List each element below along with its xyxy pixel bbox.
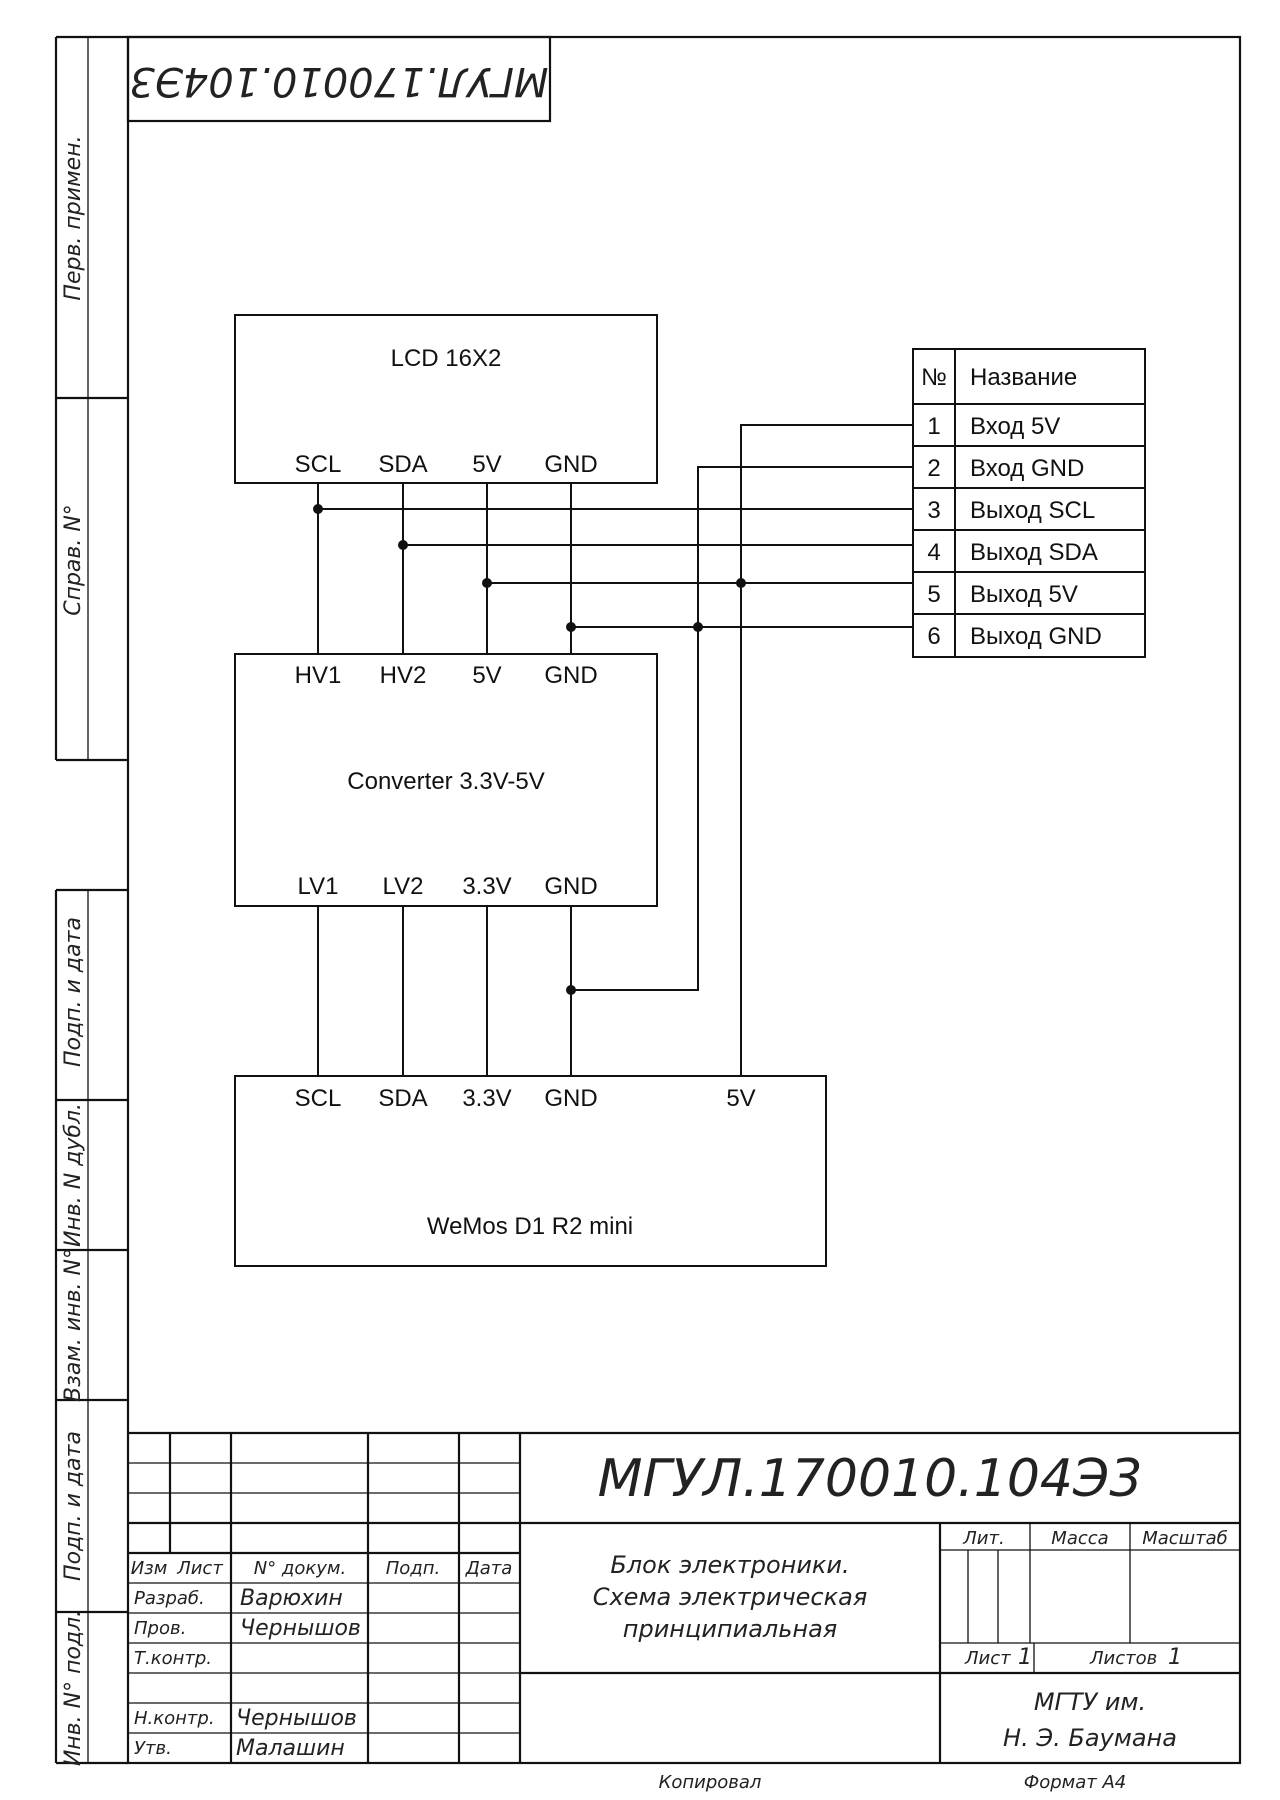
converter-pin-lv2: LV2 bbox=[383, 873, 424, 900]
junction-gnd-bottom bbox=[566, 985, 576, 995]
top-stamp: МГУЛ.170010.104Э3 bbox=[126, 35, 552, 123]
junction-gnd-input bbox=[693, 622, 703, 632]
lcd-pin-gnd: GND bbox=[544, 451, 597, 478]
label-inv-dubl: Инв. N дубл. bbox=[61, 1103, 86, 1247]
table-row-6-no: 6 bbox=[927, 623, 940, 650]
table-row-4-name: Выход SDA bbox=[970, 539, 1098, 566]
lcd-pin-sda: SDA bbox=[378, 451, 427, 478]
table-row-4-no: 4 bbox=[927, 539, 940, 566]
org-line-1: МГТУ им. bbox=[1034, 1688, 1146, 1716]
col-doc: N° докум. bbox=[254, 1558, 346, 1579]
sheets-value: 1 bbox=[1168, 1645, 1182, 1670]
lcd-block: LCD 16X2 SCL SDA 5V GND bbox=[234, 314, 658, 484]
table-row-6-name: Выход GND bbox=[970, 623, 1102, 650]
wemos-pin-gnd: GND bbox=[544, 1085, 597, 1112]
table-row-5-no: 5 bbox=[927, 581, 940, 608]
nkontr-name: Чернышов bbox=[236, 1706, 357, 1731]
wemos-block: SCL SDA 3.3V GND 5V WeMos D1 R2 mini bbox=[234, 1075, 827, 1267]
junction-gnd-top bbox=[566, 622, 576, 632]
table-header-no: № bbox=[921, 364, 947, 391]
razrab-label: Разраб. bbox=[134, 1588, 205, 1609]
wire-input-5v bbox=[740, 424, 913, 1076]
lcd-pin-5v: 5V bbox=[472, 451, 501, 478]
side-labels: Перв. примен. Справ. N° Подп. и дата Инв… bbox=[61, 135, 86, 1766]
wemos-pin-scl: SCL bbox=[295, 1085, 342, 1112]
junction-5v-input bbox=[736, 578, 746, 588]
lcd-pin-scl: SCL bbox=[295, 451, 342, 478]
col-data: Дата bbox=[465, 1558, 513, 1579]
table-header-name: Название bbox=[970, 364, 1077, 391]
sheet-value: 1 bbox=[1018, 1645, 1032, 1670]
table-row-3-name: Выход SCL bbox=[970, 497, 1095, 524]
converter-pin-hv2: HV2 bbox=[380, 662, 427, 689]
table-row-1-name: Вход 5V bbox=[970, 413, 1060, 440]
converter-pin-gnd-top: GND bbox=[544, 662, 597, 689]
col-podp: Подп. bbox=[386, 1558, 440, 1579]
title-block: МГУЛ.170010.104Э3 Изм Лист N° докум. Под… bbox=[128, 1431, 1240, 1793]
table-row-5-name: Выход 5V bbox=[970, 581, 1078, 608]
label-podp-data-2: Подп. и дата bbox=[61, 1431, 86, 1581]
nkontr-label: Н.контр. bbox=[134, 1708, 215, 1729]
label-podp-data-1: Подп. и дата bbox=[61, 917, 86, 1067]
wemos-pin-5v: 5V bbox=[726, 1085, 755, 1112]
converter-pin-gnd-bottom: GND bbox=[544, 873, 597, 900]
label-vzam-inv: Взам. инв. N° bbox=[61, 1248, 86, 1402]
col-list: Лист bbox=[176, 1558, 223, 1579]
converter-pin-5v: 5V bbox=[472, 662, 501, 689]
lcd-title: LCD 16X2 bbox=[391, 345, 502, 372]
label-sprav-no: Справ. N° bbox=[61, 504, 86, 616]
title-designation: МГУЛ.170010.104Э3 bbox=[598, 1449, 1143, 1509]
stamp-designation-mirrored: МГУЛ.170010.104Э3 bbox=[129, 58, 548, 104]
massa-label: Масса bbox=[1051, 1528, 1108, 1549]
connector-table: № Название 1 Вход 5V 2 Вход GND 3 Выход … bbox=[912, 348, 1146, 658]
junction-scl bbox=[313, 504, 323, 514]
label-inv-podl: Инв. N° подл. bbox=[61, 1610, 86, 1766]
org-line-2: Н. Э. Баумана bbox=[1003, 1724, 1177, 1752]
wires bbox=[313, 424, 913, 1076]
table-row-2-no: 2 bbox=[927, 455, 940, 482]
table-row-2-name: Вход GND bbox=[970, 455, 1084, 482]
wire-input-gnd bbox=[571, 466, 913, 991]
lit-label: Лит. bbox=[962, 1528, 1004, 1549]
doc-title-line-2: Схема электрическая bbox=[593, 1583, 868, 1611]
col-izm: Изм bbox=[131, 1558, 168, 1579]
label-perv-primen: Перв. примен. bbox=[61, 135, 86, 300]
converter-pin-lv1: LV1 bbox=[298, 873, 339, 900]
utv-name: Малашин bbox=[236, 1736, 345, 1761]
wemos-pin-sda: SDA bbox=[378, 1085, 427, 1112]
prov-name: Чернышов bbox=[240, 1616, 361, 1641]
converter-title: Converter 3.3V-5V bbox=[347, 768, 544, 795]
format-label: Формат А4 bbox=[1024, 1772, 1127, 1793]
doc-title-line-1: Блок электроники. bbox=[610, 1551, 849, 1579]
table-row-1-no: 1 bbox=[927, 413, 940, 440]
converter-pin-hv1: HV1 bbox=[295, 662, 342, 689]
razrab-name: Варюхин bbox=[240, 1586, 343, 1611]
junction-5v bbox=[482, 578, 492, 588]
doc-title-line-3: принципиальная bbox=[623, 1615, 837, 1643]
wemos-pin-3v3: 3.3V bbox=[462, 1085, 511, 1112]
copied-label: Копировал bbox=[659, 1772, 762, 1793]
sheet-frame bbox=[54, 35, 1242, 1765]
junction-sda bbox=[398, 540, 408, 550]
table-row-3-no: 3 bbox=[927, 497, 940, 524]
masshtab-label: Масштаб bbox=[1142, 1528, 1228, 1549]
utv-label: Утв. bbox=[134, 1738, 172, 1759]
wemos-title: WeMos D1 R2 mini bbox=[427, 1213, 633, 1240]
tkontr-label: Т.контр. bbox=[134, 1648, 212, 1669]
prov-label: Пров. bbox=[134, 1618, 186, 1639]
sheets-label: Листов bbox=[1089, 1648, 1157, 1669]
sheet-label: Лист bbox=[964, 1648, 1011, 1669]
converter-block: HV1 HV2 5V GND Converter 3.3V-5V LV1 LV2… bbox=[234, 653, 658, 907]
converter-pin-3v3: 3.3V bbox=[462, 873, 511, 900]
